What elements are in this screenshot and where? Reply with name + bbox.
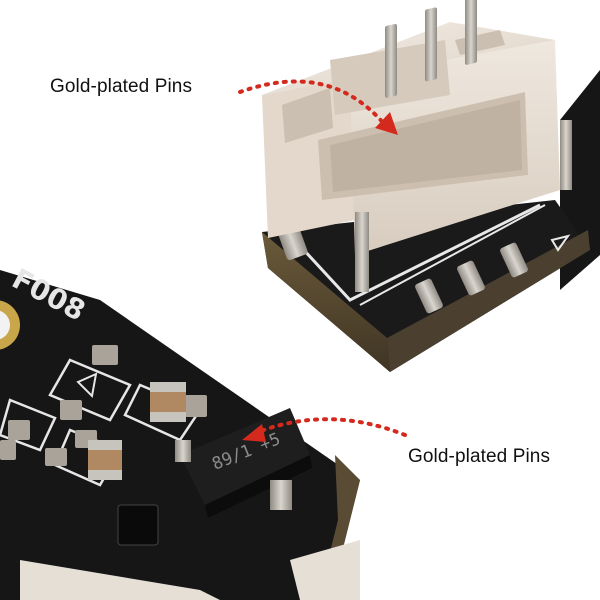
connector-board (262, 0, 600, 372)
main-pcb: F008 (0, 262, 360, 600)
smd-capacitor (150, 382, 186, 422)
gold-plated-pins-label-top: Gold-plated Pins (50, 76, 193, 97)
connector-solder-pins (278, 225, 528, 314)
gold-plated-pins-label-bottom: Gold-plated Pins (408, 446, 551, 467)
triangle-pin1-marker-icon (550, 234, 571, 252)
triangle-pin1-marker-icon (76, 372, 98, 399)
connector-inner-pins (385, 0, 477, 98)
red-dotted-arrow-icon (238, 79, 398, 135)
red-dotted-arrow-icon (242, 417, 407, 442)
sot-chip: 89/1 +5 (175, 408, 312, 518)
smd-capacitor (88, 440, 122, 480)
